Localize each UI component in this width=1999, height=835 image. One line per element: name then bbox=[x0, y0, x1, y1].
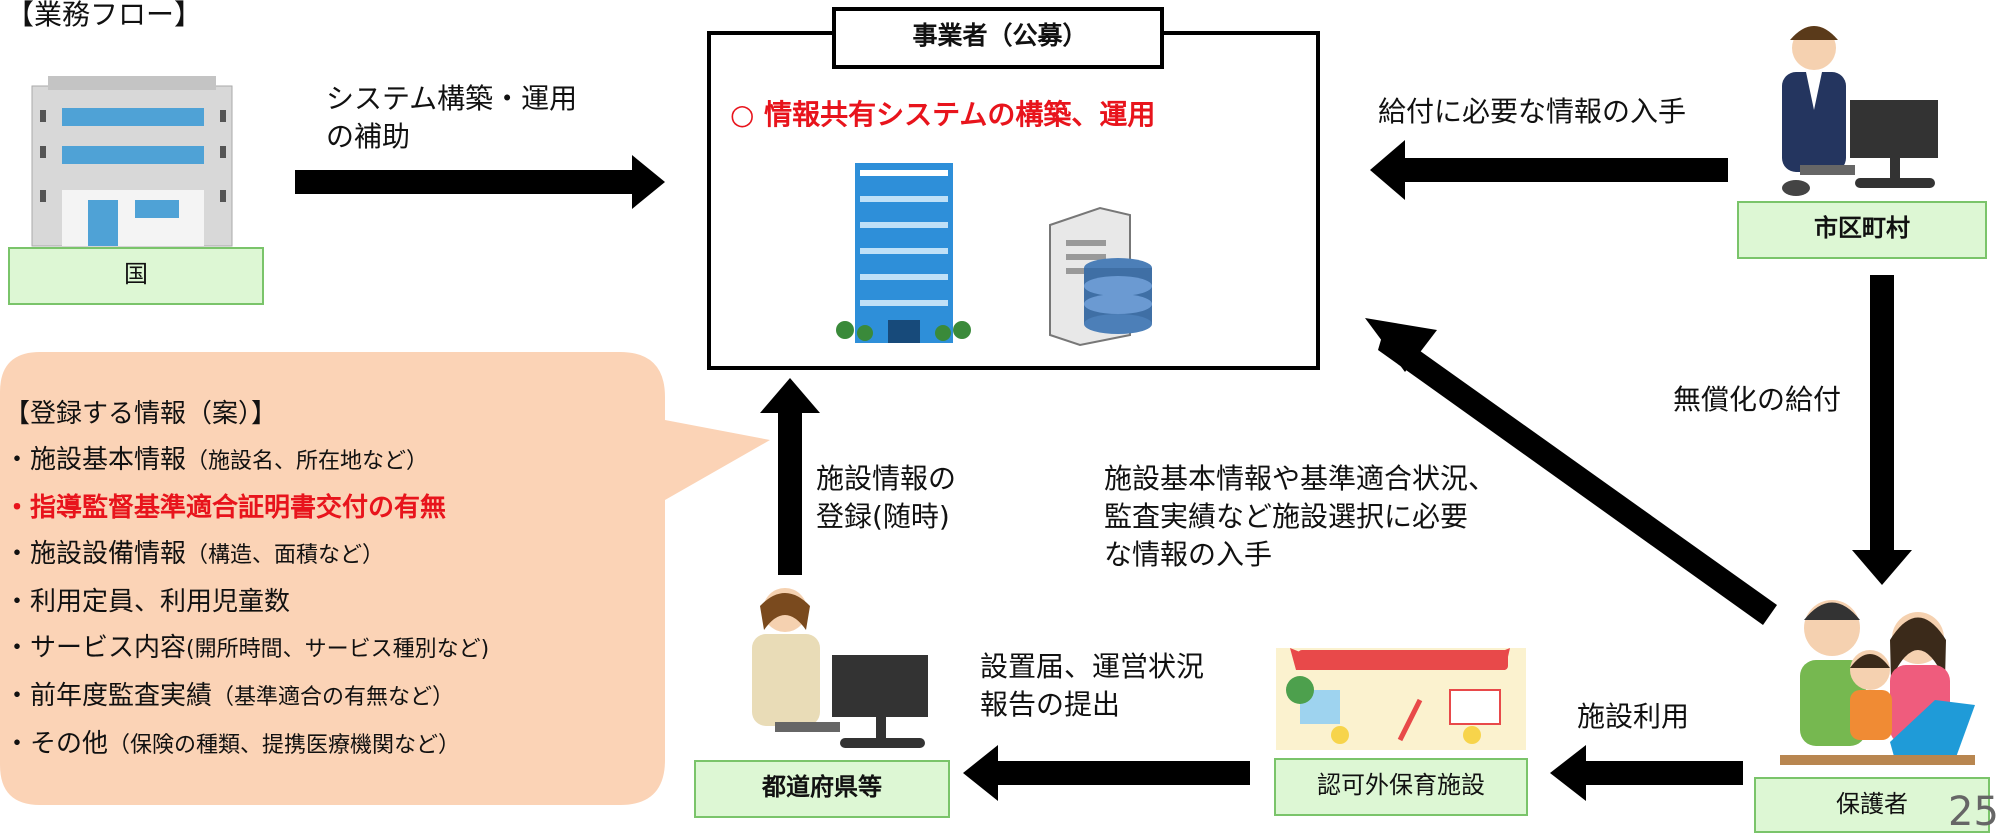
registration-item: ・その他（保険の種類、提携医療機関など） bbox=[4, 721, 489, 769]
arrow-guardian-to-operator bbox=[1365, 318, 1777, 625]
registration-item-note: （施設名、所在地など） bbox=[186, 449, 429, 474]
flow-guardian-line-1: 施設基本情報や基準適合状況、 bbox=[1104, 462, 1497, 495]
registration-item: ・前年度監査実績（基準適合の有無など） bbox=[4, 673, 489, 721]
flow-facility-line-2: 報告の提出 bbox=[980, 688, 1121, 721]
label-guardian: 保護者 bbox=[1754, 777, 1990, 833]
page-number: 25 bbox=[1948, 789, 1999, 835]
registration-heading: 【登録する情報（案）】 bbox=[4, 399, 278, 429]
registration-item-note: （保険の種類、提携医療機関など） bbox=[108, 733, 461, 758]
flow-municipality-obtain: 給付に必要な情報の入手 bbox=[1378, 95, 1687, 128]
registration-item-note: (開所時間、サービス種別など) bbox=[186, 637, 490, 662]
registration-item: ・指導監督基準適合証明書交付の有無 bbox=[4, 485, 489, 531]
flow-guardian-line-3: な情報の入手 bbox=[1104, 538, 1273, 571]
arrow-facility-to-prefecture bbox=[963, 745, 1250, 801]
registration-item: ・施設基本情報（施設名、所在地など） bbox=[4, 437, 489, 485]
flow-free-benefit: 無償化の給付 bbox=[1673, 383, 1842, 416]
operator-box bbox=[707, 31, 1320, 370]
registration-item: ・施設設備情報（構造、面積など） bbox=[4, 531, 489, 579]
office-tower-icon bbox=[836, 163, 971, 343]
label-prefecture: 都道府県等 bbox=[694, 760, 950, 818]
registration-item: ・利用定員、利用児童数 bbox=[4, 579, 489, 625]
registration-item-main: ・施設基本情報 bbox=[4, 445, 187, 475]
operator-header: 事業者（公募） bbox=[912, 21, 1088, 50]
registration-item-main: ・施設設備情報 bbox=[4, 539, 187, 569]
flow-prefecture-line-1: 施設情報の bbox=[816, 462, 957, 495]
label-municipality: 市区町村 bbox=[1737, 201, 1987, 259]
registration-item-note: （構造、面積など） bbox=[186, 543, 385, 568]
nursery-building-icon bbox=[1276, 648, 1526, 750]
page-title: 【業務フロー】 bbox=[6, 0, 203, 31]
registration-item-main: ・サービス内容 bbox=[4, 633, 187, 663]
registration-item: ・サービス内容(開所時間、サービス種別など) bbox=[4, 625, 489, 673]
registration-item-main: ・前年度監査実績 bbox=[4, 681, 213, 711]
registration-item-main: ・その他 bbox=[4, 729, 109, 759]
flow-facility-use: 施設利用 bbox=[1577, 700, 1690, 733]
label-national: 国 bbox=[8, 247, 264, 305]
operator-header-box bbox=[832, 7, 1164, 69]
guardian-family-icon bbox=[1780, 600, 1975, 765]
prefecture-worker-icon bbox=[752, 588, 928, 748]
flow-national-line-2: の補助 bbox=[326, 120, 411, 153]
arrow-municipality-to-operator bbox=[1370, 140, 1728, 200]
server-database-icon bbox=[1049, 206, 1152, 347]
operator-item: ○ 情報共有システムの構築、運用 bbox=[730, 98, 1156, 131]
registration-bubble-shape bbox=[0, 352, 770, 805]
registration-item-note: （基準適合の有無など） bbox=[212, 685, 455, 710]
label-facility: 認可外保育施設 bbox=[1274, 758, 1528, 816]
arrow-municipality-to-guardian bbox=[1852, 275, 1912, 585]
registration-item-main: ・利用定員、利用児童数 bbox=[4, 587, 291, 617]
arrow-national-to-operator bbox=[295, 155, 665, 209]
arrow-prefecture-to-operator bbox=[760, 378, 820, 575]
flow-guardian-line-2: 監査実績など施設選択に必要 bbox=[1104, 500, 1469, 533]
flow-facility-line-1: 設置届、運営状況 bbox=[980, 650, 1205, 683]
registration-list: ・施設基本情報（施設名、所在地など）・指導監督基準適合証明書交付の有無・施設設備… bbox=[4, 437, 489, 769]
municipality-worker-icon bbox=[1782, 26, 1938, 196]
government-building-icon bbox=[31, 76, 233, 247]
registration-item-main: ・指導監督基準適合証明書交付の有無 bbox=[4, 493, 447, 523]
flow-national-line-1: システム構築・運用 bbox=[326, 82, 578, 115]
flow-prefecture-line-2: 登録(随時) bbox=[816, 500, 950, 533]
arrow-guardian-to-facility bbox=[1550, 745, 1743, 801]
